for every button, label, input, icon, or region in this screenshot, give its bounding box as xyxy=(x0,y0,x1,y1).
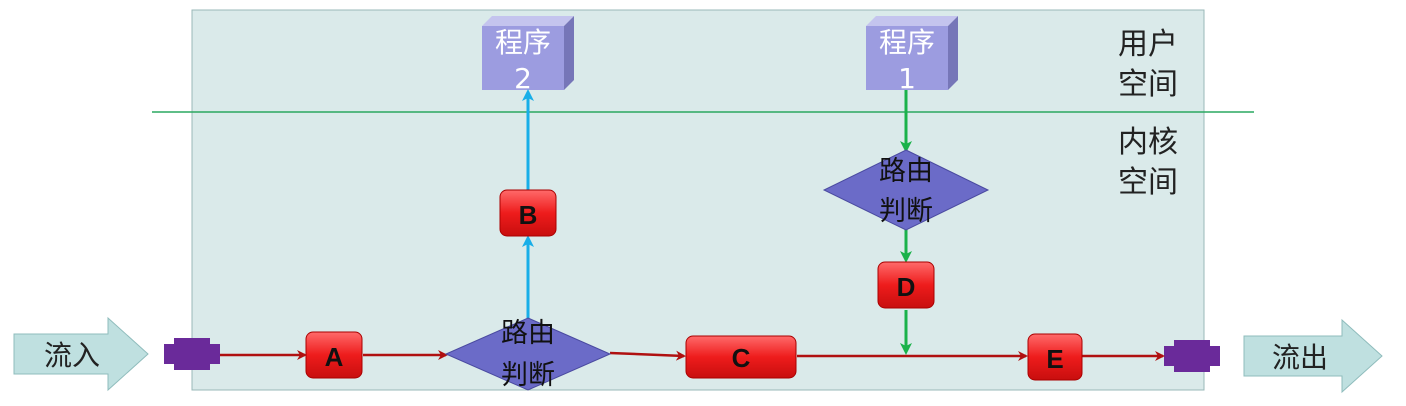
flow-out-arrow: 流出 xyxy=(1243,318,1383,394)
routing-1-label-2: 判断 xyxy=(501,360,555,391)
flow-out-label: 流出 xyxy=(1272,341,1328,374)
routing-decision-output: 路由 判断 xyxy=(822,149,990,231)
hook-a-label: A xyxy=(325,342,344,372)
program-1-box: 程序 1 xyxy=(866,16,958,95)
hook-d-label: D xyxy=(897,272,916,302)
kernel-space-label-2: 空间 xyxy=(1118,165,1178,200)
input-port xyxy=(164,338,220,370)
hook-b: B xyxy=(499,189,557,237)
routing-1-label-1: 路由 xyxy=(501,318,555,349)
program-2-label-1: 程序 xyxy=(495,26,551,59)
arrow-routing-to-c xyxy=(609,350,686,361)
kernel-space-label-1: 内核 xyxy=(1118,125,1178,160)
program-1-label-2: 1 xyxy=(898,62,916,95)
program-2-box: 程序 2 xyxy=(482,16,574,95)
routing-decision-prerouting: 路由 判断 xyxy=(444,317,612,391)
hook-c-label: C xyxy=(732,343,751,373)
hook-e: E xyxy=(1027,333,1083,381)
user-space-label-2: 空间 xyxy=(1118,67,1178,102)
flow-in-label: 流入 xyxy=(44,339,100,372)
program-2-label-2: 2 xyxy=(514,62,532,95)
system-panel xyxy=(191,9,1205,391)
output-port xyxy=(1164,340,1220,372)
routing-2-label-1: 路由 xyxy=(879,156,933,187)
hook-e-label: E xyxy=(1046,344,1063,374)
flow-in-arrow: 流入 xyxy=(13,316,149,392)
program-1-label-1: 程序 xyxy=(879,26,935,59)
hook-b-label: B xyxy=(519,200,538,230)
user-space-label-1: 用户 xyxy=(1118,27,1178,62)
hook-c: C xyxy=(685,335,797,379)
routing-2-label-2: 判断 xyxy=(879,196,933,227)
hook-d: D xyxy=(877,261,935,309)
hook-a: A xyxy=(305,331,363,379)
